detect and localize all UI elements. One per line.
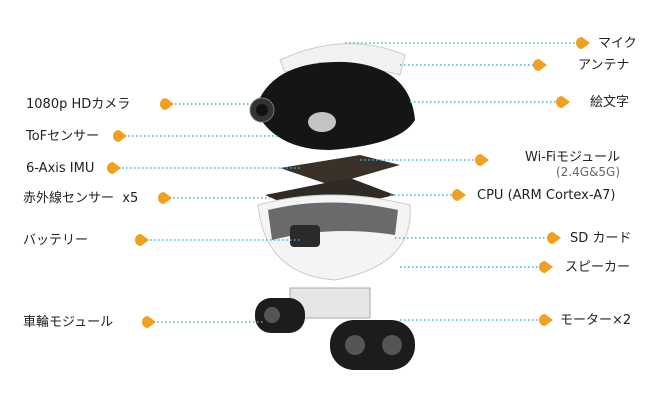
markers [107,37,590,328]
label-wheel-module: 車輪モジュール [23,315,114,330]
label-battery: バッテリー [23,233,89,248]
marker [113,130,127,142]
label-motor: モーター×2 [560,313,632,328]
marker [160,98,174,110]
label-ir-sensor: 赤外線センサー x5 [23,191,139,206]
label-sd-card: SD カード [570,231,632,246]
marker [539,314,553,326]
leader-lines [122,42,580,323]
left-track [255,298,305,333]
head-dome [255,61,415,150]
label-wifi: Wi-Fiモジュール [525,150,621,165]
marker [576,37,590,49]
label-emoji: 絵文字 [590,95,630,110]
marker [135,234,149,246]
marker [452,189,466,201]
marker [539,261,553,273]
label-wifi-bands: (2.4G&5G) [556,165,621,179]
marker [142,316,156,328]
marker [107,162,121,174]
marker [475,154,489,166]
marker [158,192,172,204]
marker [533,59,547,71]
label-tof-sensor: ToFセンサー [26,129,100,144]
marker [556,96,570,108]
emoji-display-glow [308,112,336,132]
marker [547,232,561,244]
label-cpu: CPU (ARM Cortex-A7) [477,188,616,203]
right-track [330,320,415,370]
label-mic: マイク [598,36,637,51]
label-camera: 1080p HDカメラ [26,97,131,112]
battery [290,225,320,247]
label-imu: 6-Axis IMU [26,161,95,176]
label-speaker: スピーカー [565,260,631,275]
wifi-board [280,155,400,185]
label-antenna: アンテナ [578,58,630,73]
